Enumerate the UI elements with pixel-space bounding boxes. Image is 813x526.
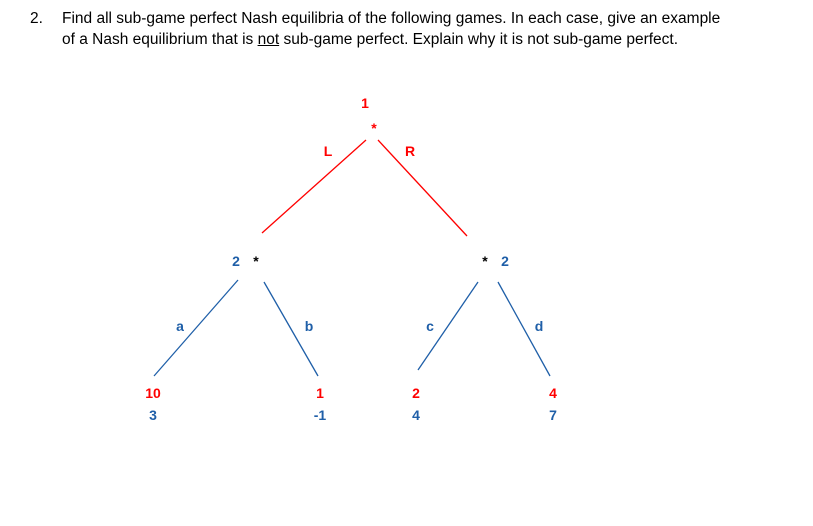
edge-b-label: b bbox=[305, 318, 314, 334]
root-star: * bbox=[371, 120, 377, 136]
payoff-3-p1: 2 bbox=[412, 385, 420, 401]
edge-a bbox=[153, 279, 239, 377]
right-node-star: * bbox=[482, 253, 488, 269]
right-node-player-label: 2 bbox=[501, 253, 509, 269]
edge-L bbox=[261, 139, 367, 234]
edge-R bbox=[377, 139, 468, 237]
root-player-label: 1 bbox=[361, 95, 369, 111]
payoff-2-p1: 1 bbox=[316, 385, 324, 401]
edge-a-label: a bbox=[176, 318, 184, 334]
payoff-2-p2: -1 bbox=[314, 407, 327, 423]
edge-b bbox=[263, 281, 319, 377]
edge-R-label: R bbox=[405, 143, 415, 159]
question-line-1: Find all sub-game perfect Nash equilibri… bbox=[62, 10, 721, 27]
question-line-2-start: of a Nash equilibrium that is bbox=[62, 31, 258, 48]
left-node-player-label: 2 bbox=[232, 253, 240, 269]
payoff-3-p2: 4 bbox=[412, 407, 420, 423]
question-text: Find all sub-game perfect Nash equilibri… bbox=[62, 8, 802, 50]
question-line-2: of a Nash equilibrium that is not sub-ga… bbox=[62, 29, 802, 50]
question-line-2-end: sub-game perfect. Explain why it is not … bbox=[279, 31, 679, 48]
payoff-1-p1: 10 bbox=[145, 385, 161, 401]
payoff-4-p1: 4 bbox=[549, 385, 557, 401]
edge-L-label: L bbox=[324, 143, 333, 159]
edge-c bbox=[417, 281, 479, 371]
edge-d bbox=[497, 281, 551, 377]
payoff-4-p2: 7 bbox=[549, 407, 557, 423]
edge-c-label: c bbox=[426, 318, 434, 334]
payoff-1-p2: 3 bbox=[149, 407, 157, 423]
left-node-star: * bbox=[253, 253, 259, 269]
question-number: 2. bbox=[30, 10, 43, 27]
edge-d-label: d bbox=[535, 318, 544, 334]
underlined-not: not bbox=[257, 31, 280, 48]
